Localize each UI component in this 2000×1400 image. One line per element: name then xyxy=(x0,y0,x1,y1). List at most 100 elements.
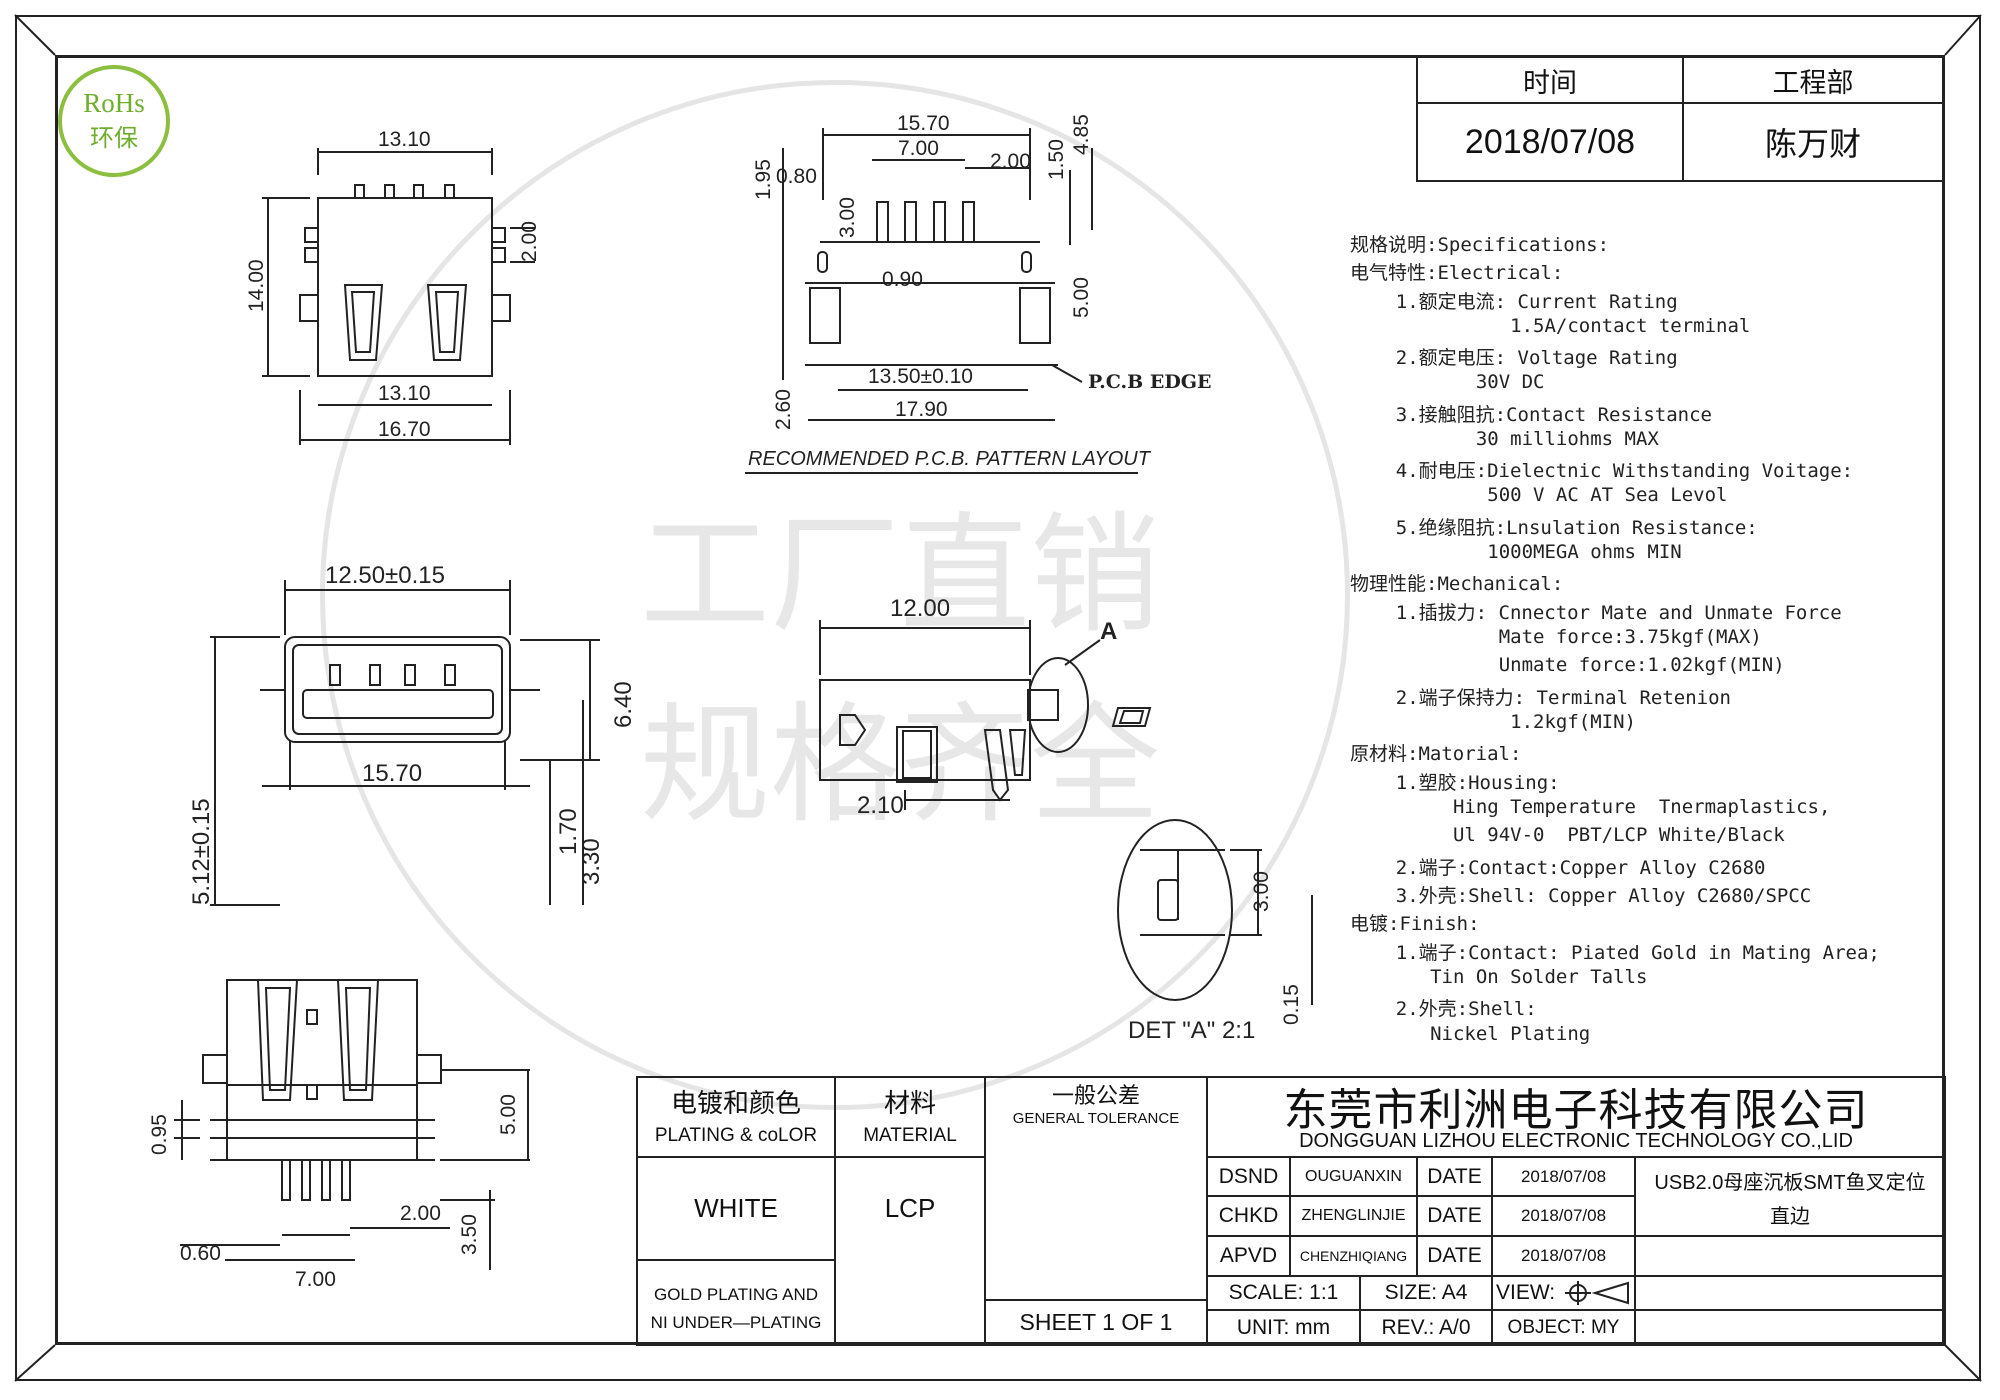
spec-line: 1.端子:Contact: Piated Gold in Mating Area… xyxy=(1350,942,1880,964)
design-date: 2018/07/08 xyxy=(1520,1166,1607,1186)
spec-line: Ul 94V-0 PBT/LCP White/Black xyxy=(1350,824,1785,846)
material-label-zh: 材料 xyxy=(883,1087,936,1118)
material-value: LCP xyxy=(884,1193,936,1223)
plating-label-zh: 电镀和颜色 xyxy=(670,1087,801,1118)
time-value: 2018/07/08 xyxy=(1464,122,1636,161)
dim-pcb-1-95: 1.95 xyxy=(752,159,775,200)
spec-line: 3.外壳:Shell: Copper Alloy C2680/SPCC xyxy=(1350,885,1812,907)
plating-color-value: WHITE xyxy=(694,1193,778,1223)
engineering-header: 工程部 xyxy=(1772,67,1854,98)
dim-front-15-70: 15.70 xyxy=(362,760,423,787)
pcb-layout-caption: RECOMMENDED P.C.B. PATTERN LAYOUT xyxy=(748,448,1150,470)
tolerance-label-en: GENERAL TOLERANCE xyxy=(1012,1109,1180,1127)
dim-pcb-7-00: 7.00 xyxy=(898,137,939,160)
material-label-en: MATERIAL xyxy=(863,1125,957,1146)
dim-pcb-0-90: 0.90 xyxy=(882,268,923,291)
dim-bot-2-00: 2.00 xyxy=(400,1202,441,1225)
spec-line: 5.绝缘阻抗:Lnsulation Resistance: xyxy=(1350,517,1758,539)
dim-top-total: 16.70 xyxy=(378,418,431,441)
spec-line: 2.端子保持力: Terminal Retenion xyxy=(1350,687,1731,709)
dim-pcb-5-00: 5.00 xyxy=(1070,277,1093,318)
dim-top-pad: 2.00 xyxy=(518,221,541,262)
unit-field: UNIT: mm xyxy=(1236,1315,1331,1339)
spec-line: Mate force:3.75kgf(MAX) xyxy=(1350,626,1762,648)
spec-line: 1.2kgf(MIN) xyxy=(1350,711,1636,733)
dim-pcb-0-80: 0.80 xyxy=(776,165,817,188)
dim-front-3-30: 3.30 xyxy=(578,838,605,885)
dim-side-2-10: 2.10 xyxy=(857,792,904,819)
dim-bot-0-60: 0.60 xyxy=(180,1242,221,1265)
spec-line: Nickel Plating xyxy=(1350,1023,1591,1045)
engineer-name: 陈万财 xyxy=(1764,126,1861,162)
product-name-line1: USB2.0母座沉板SMT鱼叉定位 xyxy=(1654,1171,1926,1194)
dim-front-width: 12.50±0.15 xyxy=(325,562,445,589)
dim-bot-7-00: 7.00 xyxy=(295,1268,336,1291)
spec-line: 电气特性:Electrical: xyxy=(1350,262,1564,284)
dim-det-3-00: 3.00 xyxy=(1250,871,1273,912)
sheet-number: SHEET 1 OF 1 xyxy=(1019,1309,1173,1335)
plating-note-1: GOLD PLATING AND xyxy=(653,1285,819,1304)
dim-det-0-15: 0.15 xyxy=(1280,984,1303,1025)
spec-line: Tin On Solder Talls xyxy=(1350,966,1648,988)
approved-by-name: CHENZHIQIANG xyxy=(1299,1248,1408,1264)
spec-line: 2.额定电压: Voltage Rating xyxy=(1350,347,1678,369)
spec-line: 规格说明:Specifications: xyxy=(1350,234,1610,256)
dim-pcb-17-90: 17.90 xyxy=(895,398,948,421)
date-label: DATE xyxy=(1427,1164,1482,1188)
spec-line: Unmate force:1.02kgf(MIN) xyxy=(1350,654,1785,676)
dim-pcb-1-50: 1.50 xyxy=(1045,139,1068,180)
spec-line: 4.耐电压:Dielectnic Withstanding Voitage: xyxy=(1350,460,1854,482)
dim-top-height: 14.00 xyxy=(245,259,268,312)
spec-line: 1.5A/contact terminal xyxy=(1350,315,1751,337)
scale-field: SCALE: 1:1 xyxy=(1228,1281,1339,1304)
company-name-zh: 东莞市利洲电子科技有限公司 xyxy=(1283,1086,1869,1135)
tolerance-label-zh: 一般公差 xyxy=(1051,1083,1140,1108)
drawing-inner-frame xyxy=(55,55,1945,1345)
dim-bot-0-95: 0.95 xyxy=(148,1114,171,1155)
spec-line: 原材料:Matorial: xyxy=(1350,743,1522,765)
approve-date: 2018/07/08 xyxy=(1520,1246,1607,1265)
spec-line: 30 milliohms MAX xyxy=(1350,428,1659,450)
dim-pcb-3-00: 3.00 xyxy=(836,197,859,238)
dim-side-12-00: 12.00 xyxy=(890,595,951,622)
date-label: DATE xyxy=(1427,1204,1482,1227)
object-field: OBJECT: MY xyxy=(1507,1316,1620,1338)
detail-a-caption: DET "A" 2:1 xyxy=(1128,1017,1256,1044)
spec-line: 500 V AC AT Sea Levol xyxy=(1350,484,1728,506)
approved-by-label: APVD xyxy=(1219,1244,1278,1267)
rohs-label: RoHs xyxy=(83,87,145,118)
designed-by-label: DSND xyxy=(1218,1164,1279,1188)
spec-line: 2.外壳:Shell: xyxy=(1350,998,1537,1020)
rohs-sublabel: 环保 xyxy=(90,124,138,152)
dim-pcb-4-85: 4.85 xyxy=(1070,114,1093,155)
revision-field: REV.: A/0 xyxy=(1381,1315,1471,1339)
dim-top-width: 13.10 xyxy=(378,128,431,151)
check-date: 2018/07/08 xyxy=(1520,1206,1607,1225)
dim-pcb-2-60: 2.60 xyxy=(772,389,795,430)
spec-line: 30V DC xyxy=(1350,371,1545,393)
spec-line: 3.接触阻抗:Contact Resistance xyxy=(1350,404,1712,426)
dim-front-5-12: 5.12±0.15 xyxy=(188,798,215,905)
spec-line: 1.插拔力: Cnnector Mate and Unmate Force xyxy=(1350,602,1842,624)
dim-bot-3-50: 3.50 xyxy=(458,1214,481,1255)
dim-front-6-40: 6.40 xyxy=(610,681,637,728)
projection-symbol-icon xyxy=(1566,1281,1632,1305)
dim-top-inner: 13.10 xyxy=(378,382,431,405)
checked-by-label: CHKD xyxy=(1218,1204,1279,1227)
spec-line: 1000MEGA ohms MIN xyxy=(1350,541,1682,563)
dim-pcb-13-50: 13.50±0.10 xyxy=(868,365,973,388)
product-name-line2: 直边 xyxy=(1770,1205,1810,1228)
spec-line: 物理性能:Mechanical: xyxy=(1350,573,1564,595)
view-label: VIEW: xyxy=(1496,1281,1556,1304)
designed-by-name: OUGUANXIN xyxy=(1305,1167,1402,1185)
spec-line: 1.额定电流: Current Rating xyxy=(1350,291,1678,313)
drawing-outer-frame xyxy=(15,15,1981,1381)
spec-line: 电镀:Finish: xyxy=(1350,913,1480,935)
date-label: DATE xyxy=(1427,1244,1482,1267)
spec-line: 2.端子:Contact:Copper Alloy C2680 xyxy=(1350,857,1766,879)
dim-pcb-2-00: 2.00 xyxy=(990,150,1031,173)
dim-bot-5-00: 5.00 xyxy=(497,1094,520,1135)
plating-note-2: NI UNDER—PLATING xyxy=(650,1313,822,1332)
spec-line: 1.塑胶:Housing: xyxy=(1350,772,1560,794)
spec-line: Hing Temperature Tnermaplastics, xyxy=(1350,796,1831,818)
